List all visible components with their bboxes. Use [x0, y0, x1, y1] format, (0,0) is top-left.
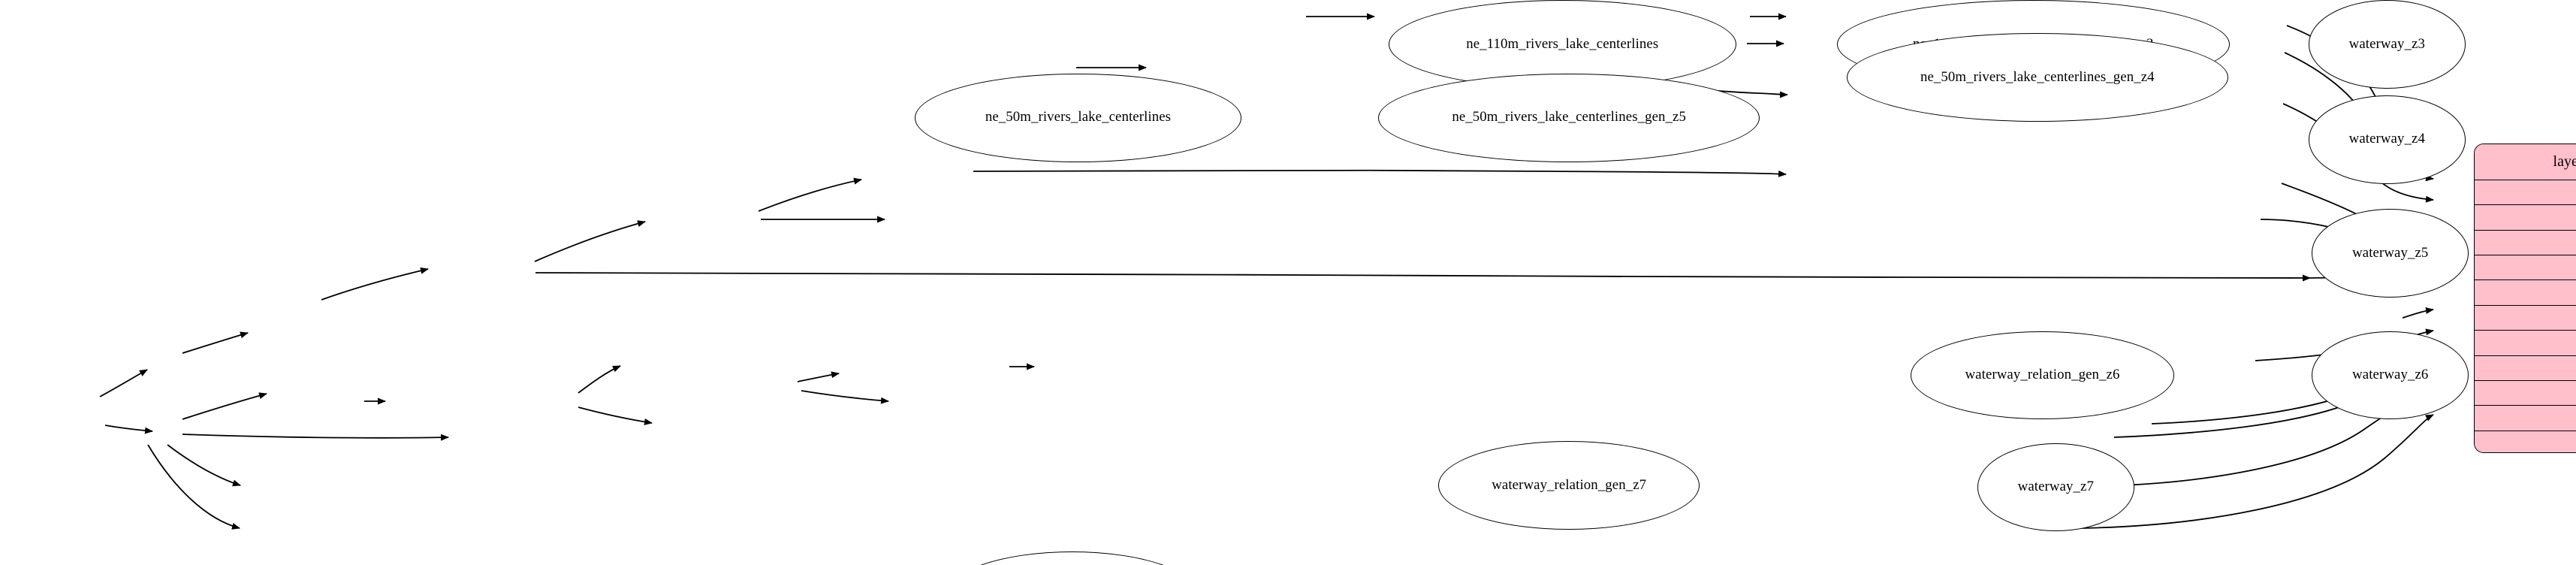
legend-row-z7[interactable]: z7 — [2475, 279, 2576, 305]
node-label: waterway_relation_gen_z7 — [1492, 476, 1647, 493]
legend-row-z5[interactable]: z5 — [2475, 229, 2576, 255]
legend-row-z10[interactable]: z10 — [2475, 355, 2576, 380]
layer-waterway-legend: layer_waterway z3 z4 z5 z6 z7 z8 z9 z10 … — [2474, 144, 2576, 453]
node-waterway-relation-gen-z8[interactable]: waterway_relation_gen_z8 — [945, 551, 1199, 565]
legend-row-z9[interactable]: z9 — [2475, 330, 2576, 355]
legend-row-z4[interactable]: z4 — [2475, 204, 2576, 230]
node-waterway-relation-gen-z6[interactable]: waterway_relation_gen_z6 — [1910, 331, 2175, 420]
node-ne-50m-rivers-lake-centerlines[interactable]: ne_50m_rivers_lake_centerlines — [915, 73, 1241, 162]
node-ne-50m-rivers-lake-centerlines-gen-z4[interactable]: ne_50m_rivers_lake_centerlines_gen_z4 — [1846, 33, 2228, 122]
node-label: waterway_relation_gen_z6 — [1965, 367, 2120, 383]
node-label: ne_50m_rivers_lake_centerlines_gen_z5 — [1452, 109, 1686, 125]
node-label: ne_110m_rivers_lake_centerlines — [1466, 35, 1659, 52]
legend-row-z12[interactable]: z12 — [2475, 405, 2576, 431]
node-label: waterway_z4 — [2348, 131, 2425, 147]
legend-row-z3[interactable]: z3 — [2475, 180, 2576, 205]
node-label: waterway_z3 — [2348, 35, 2425, 52]
node-label: ne_50m_rivers_lake_centerlines_gen_z4 — [1920, 69, 2155, 86]
node-label: waterway_z7 — [2017, 479, 2094, 495]
node-label: waterway_z5 — [2352, 244, 2429, 261]
legend-row-z8[interactable]: z8 — [2475, 304, 2576, 331]
node-waterway-z4[interactable]: waterway_z4 — [2308, 95, 2466, 184]
node-label: ne_50m_rivers_lake_centerlines — [985, 109, 1172, 125]
legend-title: layer_waterway — [2475, 144, 2576, 180]
legend-row-z11[interactable]: z11 — [2475, 379, 2576, 406]
legend-row-z6[interactable]: z6 — [2475, 255, 2576, 280]
legend-row-z13[interactable]: z13 — [2475, 430, 2576, 452]
node-ne-50m-rivers-lake-centerlines-gen-z5[interactable]: ne_50m_rivers_lake_centerlines_gen_z5 — [1378, 73, 1760, 162]
node-waterway-z3[interactable]: waterway_z3 — [2308, 0, 2466, 89]
node-waterway-z7[interactable]: waterway_z7 — [1977, 443, 2134, 532]
node-waterway-relation-gen-z7[interactable]: waterway_relation_gen_z7 — [1438, 441, 1700, 530]
node-waterway-z5[interactable]: waterway_z5 — [2312, 209, 2469, 298]
node-waterway-z6[interactable]: waterway_z6 — [2312, 331, 2469, 420]
node-label: waterway_z6 — [2352, 367, 2429, 383]
